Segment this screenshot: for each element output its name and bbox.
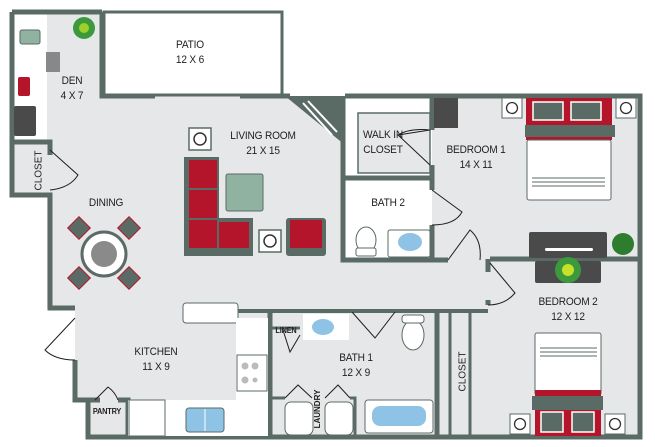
room-label-patio: PATIO 12 X 6: [175, 39, 205, 66]
room-label-kitchen: KITCHEN 11 X 9: [134, 346, 178, 373]
label-closet-den: CLOSET: [33, 150, 45, 191]
room-label-dining: DINING: [88, 197, 124, 209]
room-label-bedroom-2: BEDROOM 2 12 X 12: [538, 296, 598, 323]
label-pantry: PANTRY: [92, 407, 122, 416]
bedroom2-furniture: [509, 257, 626, 436]
bath1-fixtures: [284, 314, 434, 436]
bath2-fixtures: [355, 226, 431, 258]
bedroom1-furniture: [434, 97, 637, 258]
room-label-bedroom-1: BEDROOM 1 14 X 11: [446, 144, 506, 171]
room-label-den: DEN 4 X 7: [60, 75, 84, 102]
walls: [9, 9, 643, 440]
room-label-walk-in-closet: WALK IN CLOSET: [363, 129, 403, 156]
label-laundry: LAUNDRY: [313, 389, 322, 429]
room-label-bath-2: BATH 2: [371, 197, 405, 209]
room-label-bath-1: BATH 1 12 X 9: [339, 352, 373, 379]
patio-area: [102, 10, 284, 97]
living-room-furniture: [184, 127, 326, 256]
kitchen-fixtures: [128, 302, 268, 437]
doors: [44, 129, 516, 401]
dining-table: [66, 215, 142, 291]
label-linen: LINEN: [275, 326, 297, 335]
den-furniture: [14, 29, 60, 136]
fireplace-icon: [302, 100, 338, 136]
room-label-living-room: LIVING ROOM 21 X 15: [230, 130, 296, 157]
plant-icon: [73, 17, 95, 39]
label-closet-bedroom-2: CLOSET: [457, 351, 469, 392]
